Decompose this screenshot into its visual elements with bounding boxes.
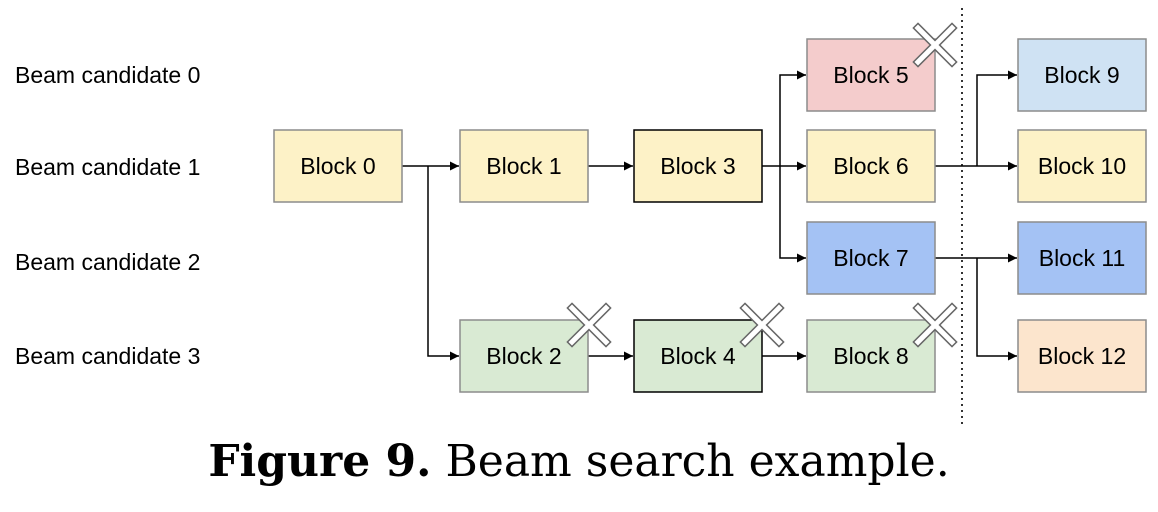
beam-search-diagram: Beam candidate 0 Beam candidate 1 Beam c… <box>15 8 1147 425</box>
block-10: Block 10 <box>1017 129 1147 203</box>
block-6: Block 6 <box>806 129 936 203</box>
block-5-label: Block 5 <box>833 62 908 88</box>
block-0-label: Block 0 <box>300 153 375 179</box>
caption-label: Figure 9. <box>208 436 432 487</box>
row-label-2: Beam candidate 2 <box>15 249 200 275</box>
row-label-1: Beam candidate 1 <box>15 154 200 180</box>
caption-text: Beam search example. <box>431 436 950 487</box>
block-1-label: Block 1 <box>486 153 561 179</box>
block-2: Block 2 <box>459 319 589 393</box>
block-7: Block 7 <box>806 221 936 295</box>
block-12: Block 12 <box>1017 319 1147 393</box>
pruned-x-icon <box>739 302 785 348</box>
block-11: Block 11 <box>1017 221 1147 295</box>
pruned-x-icon <box>566 302 612 348</box>
row-label-3: Beam candidate 3 <box>15 343 200 369</box>
block-2-label: Block 2 <box>486 343 561 369</box>
block-3: Block 3 <box>633 129 763 203</box>
block-4-label: Block 4 <box>660 343 736 369</box>
block-8-label: Block 8 <box>833 343 908 369</box>
pruned-x-icon <box>912 22 958 68</box>
pruned-x-icon <box>912 302 958 348</box>
row-label-0: Beam candidate 0 <box>15 62 200 88</box>
block-0: Block 0 <box>273 129 403 203</box>
figure-caption: Figure 9. Beam search example. <box>0 436 1158 487</box>
block-9: Block 9 <box>1017 38 1147 112</box>
block-6-label: Block 6 <box>833 153 908 179</box>
block-8: Block 8 <box>806 319 936 393</box>
block-1: Block 1 <box>459 129 589 203</box>
block-5: Block 5 <box>806 38 936 112</box>
block-10-label: Block 10 <box>1038 153 1126 179</box>
block-9-label: Block 9 <box>1044 62 1119 88</box>
block-3-label: Block 3 <box>660 153 735 179</box>
block-11-label: Block 11 <box>1039 245 1126 271</box>
block-4: Block 4 <box>633 319 763 393</box>
connectors <box>402 70 1017 361</box>
block-12-label: Block 12 <box>1038 343 1126 369</box>
block-7-label: Block 7 <box>833 245 908 271</box>
